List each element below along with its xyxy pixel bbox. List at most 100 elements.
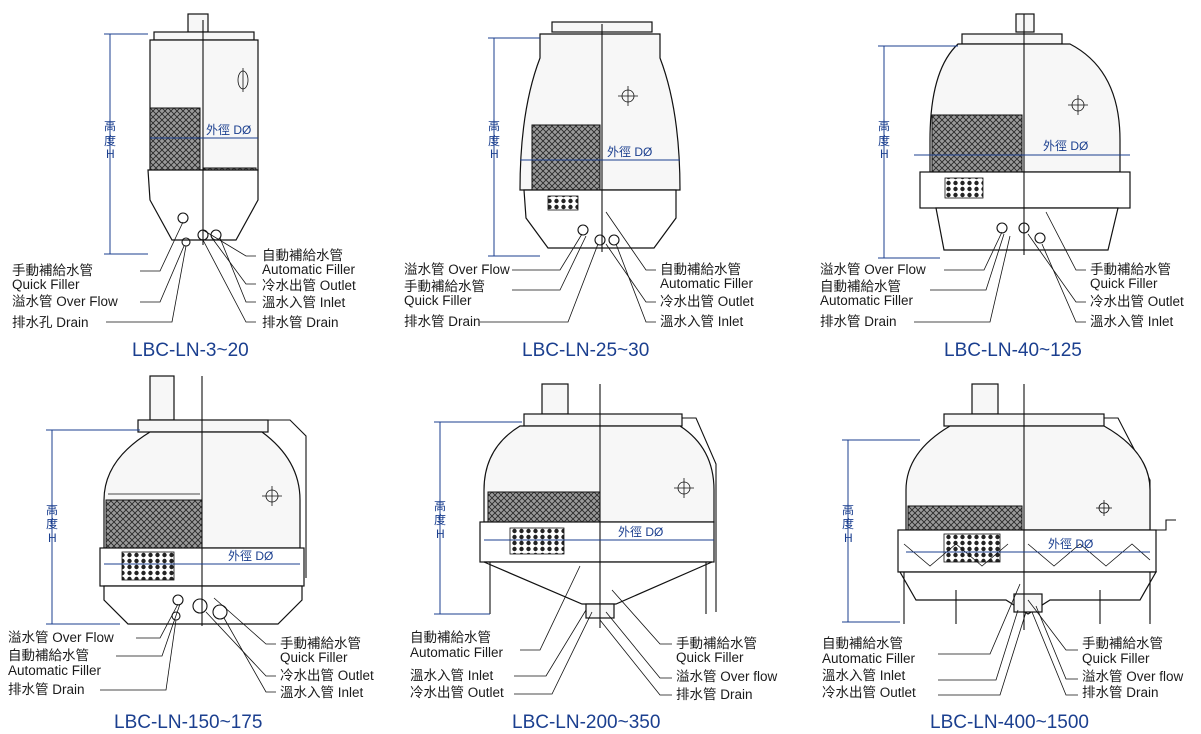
- label-left-4: 冷水出管 Outlet: [822, 685, 916, 700]
- label-right-2: Automatic Filler: [660, 276, 754, 291]
- model-caption: LBC-LN-25~30: [522, 340, 649, 361]
- label-right-4: 溫水入管 Inlet: [660, 314, 744, 329]
- model-caption: LBC-LN-150~175: [114, 712, 262, 733]
- height-dimension: 高 度 H: [878, 45, 958, 259]
- label-right-2: Quick Filler: [280, 650, 348, 665]
- label-left-1: 溢水管 Over Flow: [404, 262, 510, 277]
- height-dimension: 高 度 H: [488, 37, 540, 257]
- dim-diameter: 外徑 DØ: [618, 525, 663, 539]
- label-left-4: 排水孔 Drain: [12, 315, 89, 330]
- label-left-2: Automatic Filler: [410, 645, 504, 660]
- label-left-4: 排水管 Drain: [820, 314, 897, 329]
- label-left-1: 自動補給水管: [822, 636, 903, 651]
- leader-lines: [514, 565, 672, 696]
- diameter-dimension: 外徑 DØ: [484, 525, 714, 541]
- label-right-4: 溫水入管 Inlet: [280, 685, 364, 700]
- dim-height-char-2: 度: [104, 133, 116, 148]
- diameter-dimension: 外徑 DØ: [906, 537, 1150, 553]
- dim-diameter: 外徑 DØ: [607, 145, 652, 159]
- label-left-3: Quick Filler: [404, 293, 472, 308]
- label-right-3: 冷水出管 Outlet: [1090, 294, 1184, 309]
- dim-height-char-1: 高: [104, 118, 116, 133]
- model-caption: LBC-LN-200~350: [512, 712, 660, 733]
- dim-height-char-3: H: [844, 531, 853, 545]
- tower-drawing: [897, 383, 1176, 630]
- model-caption: LBC-LN-40~125: [944, 340, 1082, 361]
- label-right-1: 手動補給水管: [1090, 262, 1171, 277]
- panel-lbc-ln-200-350: 高 度 H 外徑 DØ 自動補給水管 Automatic Filler 溫水入管…: [410, 383, 778, 733]
- diameter-dimension: 外徑 DØ: [520, 145, 680, 161]
- dim-height-char-1: 高: [488, 118, 500, 133]
- dim-height-char-1: 高: [842, 502, 854, 517]
- label-right-1: 手動補給水管: [280, 636, 361, 651]
- height-dimension: 高 度 H: [104, 33, 148, 255]
- label-left-1: 自動補給水管: [410, 630, 491, 645]
- label-left-2: 自動補給水管: [820, 279, 901, 294]
- panel-lbc-ln-25-30: 高 度 H 外徑 DØ 溢水管 Over Flow 手動補給水管 Quick F…: [404, 21, 754, 361]
- dim-height-char-2: 度: [878, 133, 890, 148]
- height-dimension: 高 度 H: [842, 439, 920, 623]
- label-right-4: 排水管 Drain: [676, 687, 753, 702]
- label-right-1: 自動補給水管: [262, 248, 343, 263]
- label-left-2: 手動補給水管: [404, 279, 485, 294]
- leader-lines: [938, 583, 1078, 696]
- label-right-4: 溫水入管 Inlet: [1090, 314, 1174, 329]
- label-left-3: 溫水入管 Inlet: [822, 668, 906, 683]
- dim-height-char-3: H: [106, 147, 115, 161]
- leader-lines: [106, 221, 256, 323]
- label-right-2: Quick Filler: [676, 650, 744, 665]
- label-right-4: 溫水入管 Inlet: [262, 295, 346, 310]
- label-right-2: Quick Filler: [1090, 276, 1158, 291]
- dim-diameter: 外徑 DØ: [206, 123, 251, 137]
- diameter-dimension: 外徑 DØ: [150, 123, 258, 139]
- dim-height-char-2: 度: [488, 133, 500, 148]
- tower-drawing: [99, 375, 307, 626]
- label-right-3: 冷水出管 Outlet: [660, 294, 754, 309]
- label-left-2: Automatic Filler: [822, 651, 916, 666]
- dim-diameter: 外徑 DØ: [1048, 537, 1093, 551]
- leader-lines: [100, 597, 276, 693]
- label-left-3: 溫水入管 Inlet: [410, 668, 494, 683]
- label-right-3: 冷水出管 Outlet: [262, 278, 356, 293]
- panel-lbc-ln-3-20: 高 度 H 外徑 DØ 手動補給水管 Quick Filler 溢水管 Over…: [12, 13, 356, 361]
- panel-lbc-ln-400-1500: 高 度 H 外徑 DØ 自動補給水管 Automatic Filler 溫水入管…: [822, 383, 1184, 733]
- panel-lbc-ln-40-125: 高 度 H 外徑 DØ 溢水管 Over Flow 自動補給水管 Automat…: [820, 13, 1184, 361]
- label-right-2: Automatic Filler: [262, 262, 356, 277]
- label-left-4: 冷水出管 Outlet: [410, 685, 504, 700]
- dim-height-char-3: H: [48, 531, 57, 545]
- dim-height-char-1: 高: [434, 498, 446, 513]
- label-left-1: 手動補給水管: [12, 263, 93, 278]
- tower-drawing: [919, 13, 1131, 255]
- label-left-4: 排水管 Drain: [404, 314, 481, 329]
- diameter-dimension: 外徑 DØ: [914, 139, 1130, 156]
- label-left-3: 溢水管 Over Flow: [12, 294, 118, 309]
- tower-drawing: [519, 21, 681, 252]
- label-right-1: 手動補給水管: [1082, 636, 1163, 651]
- label-right-3: 冷水出管 Outlet: [280, 668, 374, 683]
- height-dimension: 高 度 H: [434, 421, 522, 615]
- label-left-1: 溢水管 Over Flow: [8, 630, 114, 645]
- dim-height-char-1: 高: [878, 118, 890, 133]
- label-left-2: Quick Filler: [12, 277, 80, 292]
- dim-diameter: 外徑 DØ: [1043, 139, 1088, 153]
- label-right-3: 溢水管 Over flow: [1082, 669, 1184, 684]
- label-left-3: Automatic Filler: [820, 293, 914, 308]
- label-right-4: 排水管 Drain: [1082, 685, 1159, 700]
- dim-height-char-3: H: [436, 527, 445, 541]
- tower-drawing: [479, 383, 717, 628]
- label-left-1: 溢水管 Over Flow: [820, 262, 926, 277]
- label-left-2: 自動補給水管: [8, 648, 89, 663]
- label-left-3: Automatic Filler: [8, 663, 102, 678]
- dim-height-char-2: 度: [46, 516, 58, 531]
- dim-height-char-2: 度: [842, 516, 854, 531]
- label-right-3: 溢水管 Over flow: [676, 669, 778, 684]
- dim-diameter: 外徑 DØ: [228, 549, 273, 563]
- leader-lines: [914, 211, 1086, 323]
- panel-lbc-ln-150-175: 高 度 H 外徑 DØ 溢水管 Over Flow 自動補給水管 Automat…: [8, 375, 374, 733]
- model-caption: LBC-LN-3~20: [132, 340, 249, 361]
- diameter-dimension: 外徑 DØ: [104, 549, 300, 565]
- label-right-5: 排水管 Drain: [262, 315, 339, 330]
- label-right-1: 手動補給水管: [676, 636, 757, 651]
- model-caption: LBC-LN-400~1500: [930, 712, 1089, 733]
- dim-height-char-3: H: [880, 147, 889, 161]
